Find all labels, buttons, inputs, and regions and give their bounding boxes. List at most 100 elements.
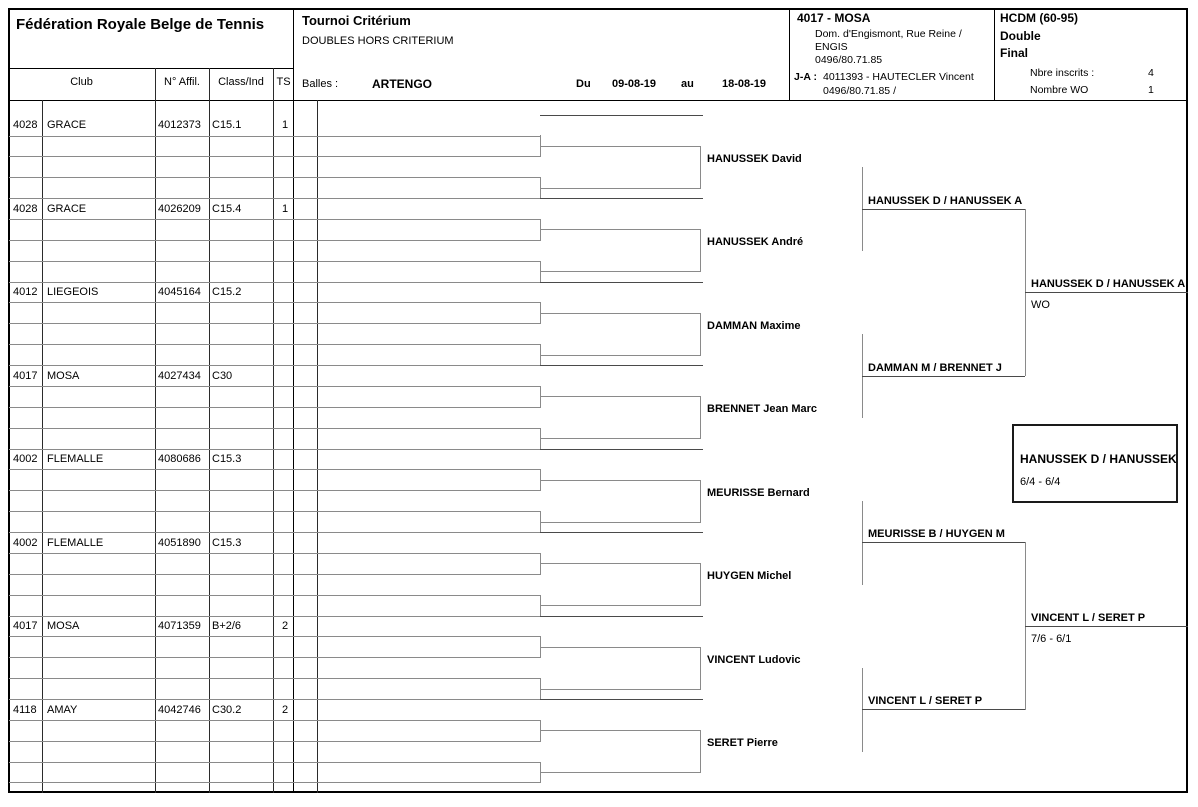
table-border-gutter (317, 100, 318, 793)
bracket-line (540, 479, 701, 481)
wo-count: 1 (1148, 84, 1154, 96)
organizer-phone: 0496/80.71.85 (815, 54, 883, 66)
classification-cell: C15.4 (212, 202, 242, 215)
bracket-line (540, 646, 701, 648)
affiliation-cell: 4012373 (158, 119, 201, 132)
federation-title: Fédération Royale Belge de Tennis (16, 16, 265, 33)
player-line (540, 114, 703, 116)
semifinal-score: 7/6 - 6/1 (1031, 633, 1072, 645)
classification-cell: B+2/6 (212, 620, 242, 632)
bracket-block: HUYGEN Michel (540, 532, 1190, 617)
bracket-line (540, 438, 701, 440)
bracket-line (540, 772, 701, 774)
club-name-cell: FLEMALLE (47, 536, 104, 549)
club-number-cell: 4028 (13, 202, 38, 215)
bracket-block: DAMMAN Maxime (540, 281, 1190, 367)
table-row: 4002 FLEMALLE 4051890 C15.3 (8, 533, 295, 554)
referee-phone: 0496/80.71.85 / (823, 85, 896, 97)
club-number-cell: 4002 (13, 536, 38, 549)
ts-cell (273, 366, 297, 387)
grid-row-line (9, 782, 540, 784)
grid-row-line (9, 323, 540, 325)
grid-row-line (9, 636, 540, 638)
club-number-cell: 4017 (13, 369, 38, 382)
team-name: HANUSSEK D / HANUSSEK A (868, 194, 1023, 207)
club-name-cell: FLEMALLE (47, 453, 104, 465)
classification-cell: C30 (212, 369, 233, 382)
bracket-line (540, 730, 701, 732)
player-line (540, 281, 703, 283)
bracket-block: VINCENT Ludovic (540, 615, 1190, 700)
grid-row-line (9, 594, 540, 596)
affiliation-cell: 4027434 (158, 369, 201, 382)
grid-row-line (9, 490, 540, 492)
bracket-connector (700, 396, 701, 439)
club-name-cell: GRACE (47, 119, 87, 132)
ts-cell: 1 (281, 202, 289, 215)
classification-cell: C15.1 (212, 119, 242, 132)
grid-row-line (9, 156, 540, 158)
date-from-label: Du (576, 78, 591, 90)
ts-cell (273, 449, 297, 470)
grid-row-line (9, 615, 540, 617)
team-line (862, 709, 1025, 711)
bracket-line (540, 145, 701, 147)
bracket-connector (700, 730, 701, 773)
bracket-line (540, 688, 701, 690)
affiliation-cell: 4045164 (158, 286, 201, 299)
bracket-connector (700, 563, 701, 606)
grid-row-line (9, 302, 540, 304)
organizer-club: 4017 - MOSA (797, 11, 871, 25)
player-name: VINCENT Ludovic (707, 653, 801, 666)
team-name: VINCENT L / SERET P (868, 695, 983, 708)
bracket-connector (700, 312, 701, 355)
club-name-cell: AMAY (47, 703, 78, 716)
bracket-block: HANUSSEK David (540, 114, 1190, 200)
table-row: 4002 FLEMALLE 4080686 C15.3 (8, 449, 295, 470)
table-row: 4118 AMAY 4042746 C30.2 2 (8, 700, 295, 721)
header-bottom-border (8, 100, 1188, 101)
bracket-block: SERET Pierre (540, 699, 1190, 784)
grid-row-line (9, 532, 540, 533)
semifinal-line (1025, 626, 1188, 628)
wo-label: Nombre WO (1030, 84, 1089, 96)
table-border-club (155, 68, 156, 793)
ts-cell: 1 (281, 119, 289, 132)
ts-cell: 2 (281, 620, 289, 632)
affiliation-cell: 4051890 (158, 536, 201, 549)
column-header-class: Class/Ind (218, 76, 264, 88)
winner-team: HANUSSEK D / HANUSSEK A (1020, 452, 1178, 466)
team-line (862, 208, 1025, 210)
table-row: 4017 MOSA 4071359 B+2/6 2 (8, 616, 295, 637)
bracket-line (540, 271, 701, 273)
team-line (862, 542, 1025, 544)
player-name: MEURISSE Bernard (707, 486, 810, 499)
club-name-cell: MOSA (47, 369, 80, 382)
grid-row-line (9, 573, 540, 575)
bracket-connector (700, 646, 701, 689)
grid-row-line (9, 281, 540, 283)
player-line (540, 699, 703, 700)
grid-row-line (9, 657, 540, 659)
team-name: MEURISSE B / HUYGEN M (868, 528, 1005, 541)
balls-brand: ARTENGO (372, 77, 432, 91)
grid-row-line (9, 427, 540, 429)
player-name: HANUSSEK André (707, 236, 804, 249)
header-divider-left (293, 8, 294, 793)
grid-row-line (9, 552, 540, 554)
team-name: DAMMAN M / BRENNET J (868, 361, 1002, 374)
bracket-block: BRENNET Jean Marc (540, 365, 1190, 450)
bracket-block: MEURISSE Bernard (540, 448, 1190, 533)
grid-row-line (9, 761, 540, 763)
grid-row-line (9, 385, 540, 387)
table-row: 4017 MOSA 4027434 C30 (8, 366, 295, 387)
referee-label: J-A : (794, 71, 817, 83)
column-header-club: Club (70, 76, 93, 88)
bracket-line (540, 605, 701, 607)
player-name: DAMMAN Maxime (707, 319, 801, 332)
date-to-label: au (681, 78, 694, 90)
team-line (862, 375, 1025, 377)
affiliation-cell: 4026209 (158, 202, 201, 215)
club-number-cell: 4028 (13, 119, 38, 132)
